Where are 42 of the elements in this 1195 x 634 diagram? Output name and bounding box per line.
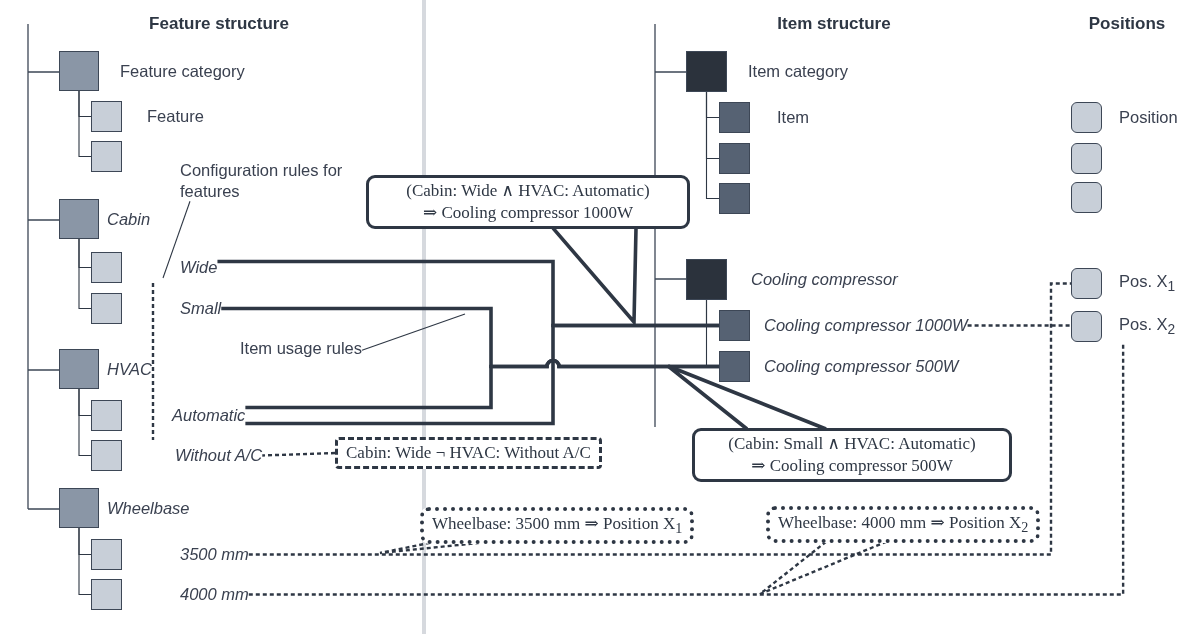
rule-line (967, 324, 1071, 327)
category-label: Feature category (120, 61, 245, 81)
category-label: Cooling compressor (751, 270, 898, 289)
position-label: Pos. X$_{2}$ (1119, 314, 1176, 339)
feature-label: 4000 mm (180, 585, 249, 604)
column-heading: Positions (1088, 14, 1166, 34)
item-label: Item (777, 108, 810, 127)
rule-line (248, 282, 1071, 556)
column-heading: Item structure (777, 14, 891, 34)
position-label: Position (1119, 108, 1178, 127)
category-label: Wheelbase (107, 498, 190, 518)
category-label: Cabin (107, 209, 151, 229)
feature-label: 3500 mm (180, 545, 249, 564)
rule-callout: Wheelbase: 4000 mm ⇒ Position X$_{2}$ (766, 506, 1041, 543)
rule-callout: Cabin: Wide ¬ HVAC: Without A/C (335, 437, 602, 470)
rule-line (248, 342, 1125, 596)
feature-label: Automatic (172, 406, 246, 425)
category-label: Item category (748, 62, 848, 81)
rule-callout: (Cabin: Wide ∧ HVAC: Automatic) ⇒ Cooling compressor 1000W (366, 175, 690, 230)
feature-label: Without A/C (175, 446, 263, 465)
leader-line (162, 200, 191, 279)
leader-line (361, 313, 466, 351)
feature-label: Feature (147, 107, 204, 126)
position-label: Pos. X$_{1}$ (1119, 271, 1176, 296)
tree-branch-line (78, 90, 92, 158)
annotation-text: Item usage rules (240, 338, 362, 359)
category-label: HVAC (107, 359, 152, 379)
rule-line (151, 283, 155, 440)
rule-callout: Wheelbase: 3500 mm ⇒ Position X$_{1}$ (420, 507, 695, 544)
item-label: Cooling compressor 500W (764, 357, 959, 376)
column-heading: Feature structure (149, 14, 289, 34)
rule-callout: (Cabin: Small ∧ HVAC: Automatic) ⇒ Cooling compressor 500W (692, 428, 1012, 483)
tree-branch-line (705, 91, 720, 200)
tree-branch-line (78, 238, 92, 310)
feature-label: Wide (180, 258, 218, 277)
tree-branch-line (78, 388, 92, 457)
annotation-text: Configuration rules for features (180, 160, 350, 202)
usage-rule-line (245, 323, 719, 426)
tree-branch-line (78, 527, 92, 596)
item-label: Cooling compressor 1000W (764, 316, 968, 335)
feature-label: Small (180, 299, 222, 318)
usage-rule-line (245, 358, 719, 410)
